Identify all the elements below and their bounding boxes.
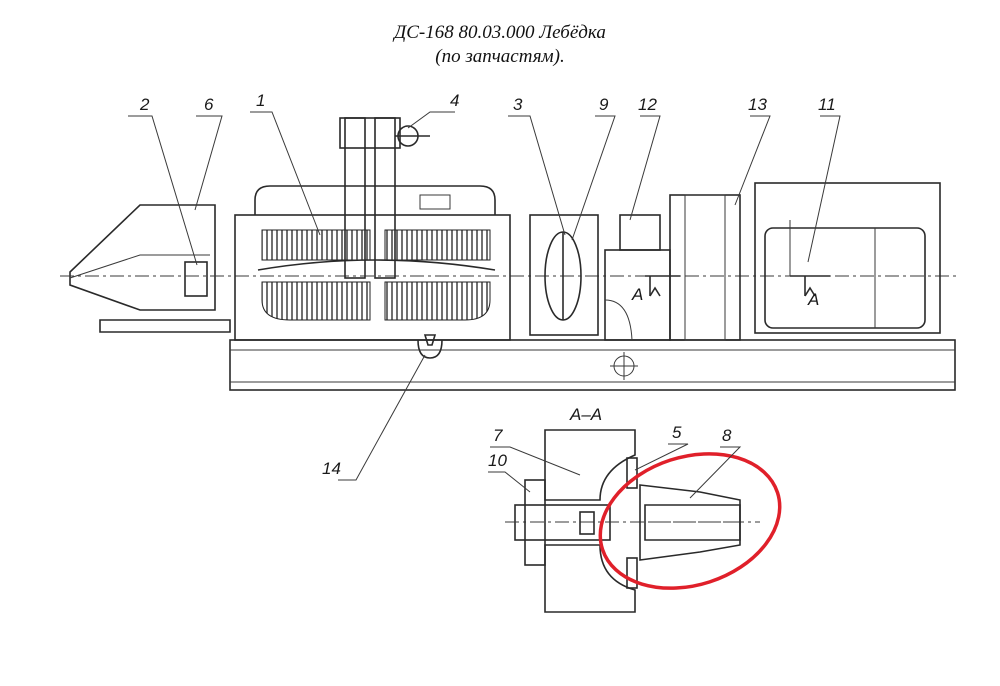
coupling-housing	[669, 194, 741, 341]
section-callout-leaders	[488, 443, 742, 499]
callout-8: 8	[722, 426, 732, 445]
highlight-ellipse	[598, 452, 782, 590]
callout-14: 14	[322, 459, 341, 478]
callout-6: 6	[204, 95, 214, 114]
callout-13: 13	[748, 95, 767, 114]
brake-housing	[529, 214, 599, 336]
bolt-upper	[626, 457, 638, 489]
bolt-lower	[626, 557, 638, 589]
callout-leaders	[128, 111, 841, 481]
hook	[417, 339, 443, 359]
hub-8	[639, 484, 741, 561]
section-title: А–А	[569, 405, 602, 424]
callout-11: 11	[818, 95, 836, 114]
drawing-subtitle: (по запчастям).	[435, 46, 565, 67]
callout-10: 10	[488, 451, 507, 470]
drawing-title: ДС-168 80.03.000 Лебёдка	[394, 22, 606, 43]
drum-housing	[234, 214, 511, 341]
main-view	[60, 117, 960, 391]
motor-frame	[754, 182, 941, 334]
coupling-2	[184, 261, 208, 297]
drum-left-upper	[261, 229, 371, 261]
motor	[764, 227, 926, 329]
callout-3: 3	[513, 95, 523, 114]
callout-4: 4	[450, 91, 459, 110]
drum-right-upper	[384, 229, 491, 261]
section-mark-left: А	[631, 285, 643, 304]
callout-2: 2	[139, 95, 150, 114]
callout-9: 9	[599, 95, 609, 114]
base-frame	[229, 339, 956, 391]
nut-10	[524, 479, 546, 566]
cone-guard	[69, 204, 216, 311]
section-view	[505, 429, 760, 613]
section-mark-right: А	[807, 290, 819, 309]
callout-12: 12	[638, 95, 657, 114]
callout-1: 1	[256, 91, 265, 110]
callout-5: 5	[672, 423, 682, 442]
callout-7: 7	[493, 426, 503, 445]
